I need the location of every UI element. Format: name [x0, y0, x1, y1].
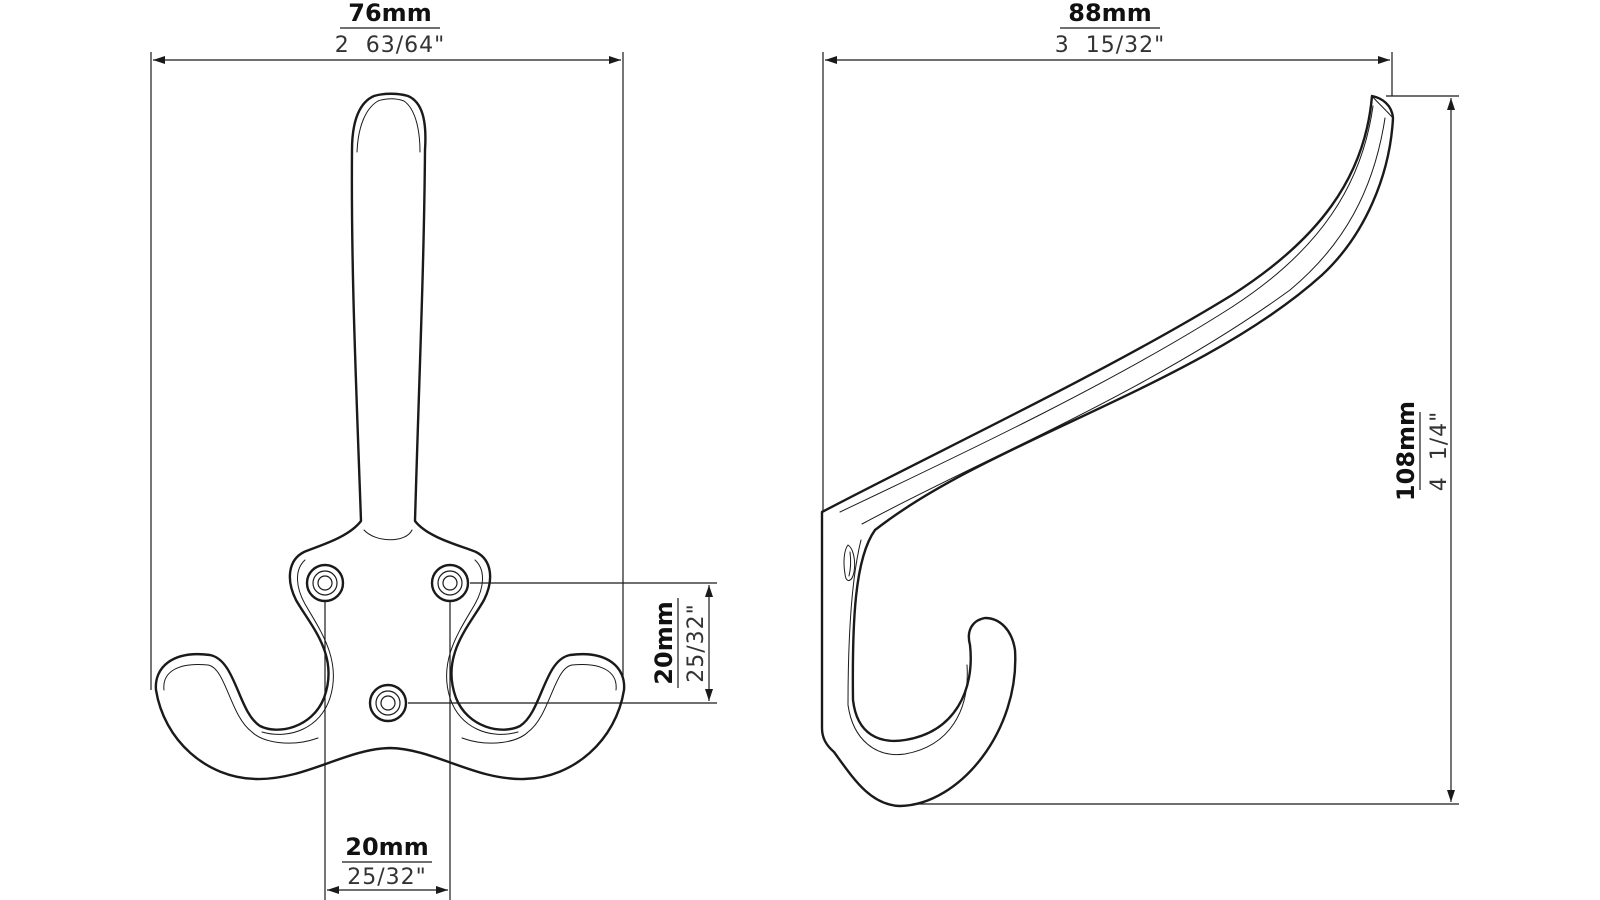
front-neck-bevel: [363, 529, 413, 541]
vertical-spacing-imperial-label: 25/32": [684, 603, 709, 683]
front-left-arm-bevel: [163, 663, 319, 744]
front-view: 76mm 2 63/64" 20mm 2: [150, 0, 717, 900]
side-arm-bevel-lower: [861, 117, 1386, 525]
height-imperial-label: 4 1/4": [1427, 411, 1452, 492]
width-metric-label: 76mm: [348, 0, 431, 27]
depth-metric-label: 88mm: [1068, 0, 1151, 27]
side-view: 88mm 3 15/32" 108mm 4 1/4": [820, 0, 1459, 808]
depth-imperial-label: 3 15/32": [1055, 33, 1166, 58]
mounting-hole-bottom: [368, 683, 408, 723]
height-metric-label: 108mm: [1392, 401, 1420, 501]
vertical-spacing-metric-label: 20mm: [650, 601, 678, 684]
side-tip-bevel: [1371, 95, 1394, 119]
horizontal-spacing-imperial-label: 25/32": [347, 865, 427, 890]
front-right-arm-bevel: [461, 663, 617, 744]
horizontal-spacing-metric-label: 20mm: [345, 833, 428, 861]
front-shank-bevel: [356, 98, 421, 153]
side-mounting-slot: [843, 544, 856, 581]
mounting-hole-top-right: [430, 563, 470, 603]
mounting-hole-top-left: [305, 563, 345, 603]
side-arm-bevel: [839, 105, 1374, 513]
width-imperial-label: 2 63/64": [335, 33, 446, 58]
side-hook-outline: [820, 94, 1395, 808]
front-hook-outline: [154, 92, 626, 781]
side-mounting-slot-shadow: [848, 551, 852, 577]
side-curve-bevel: [847, 539, 968, 756]
